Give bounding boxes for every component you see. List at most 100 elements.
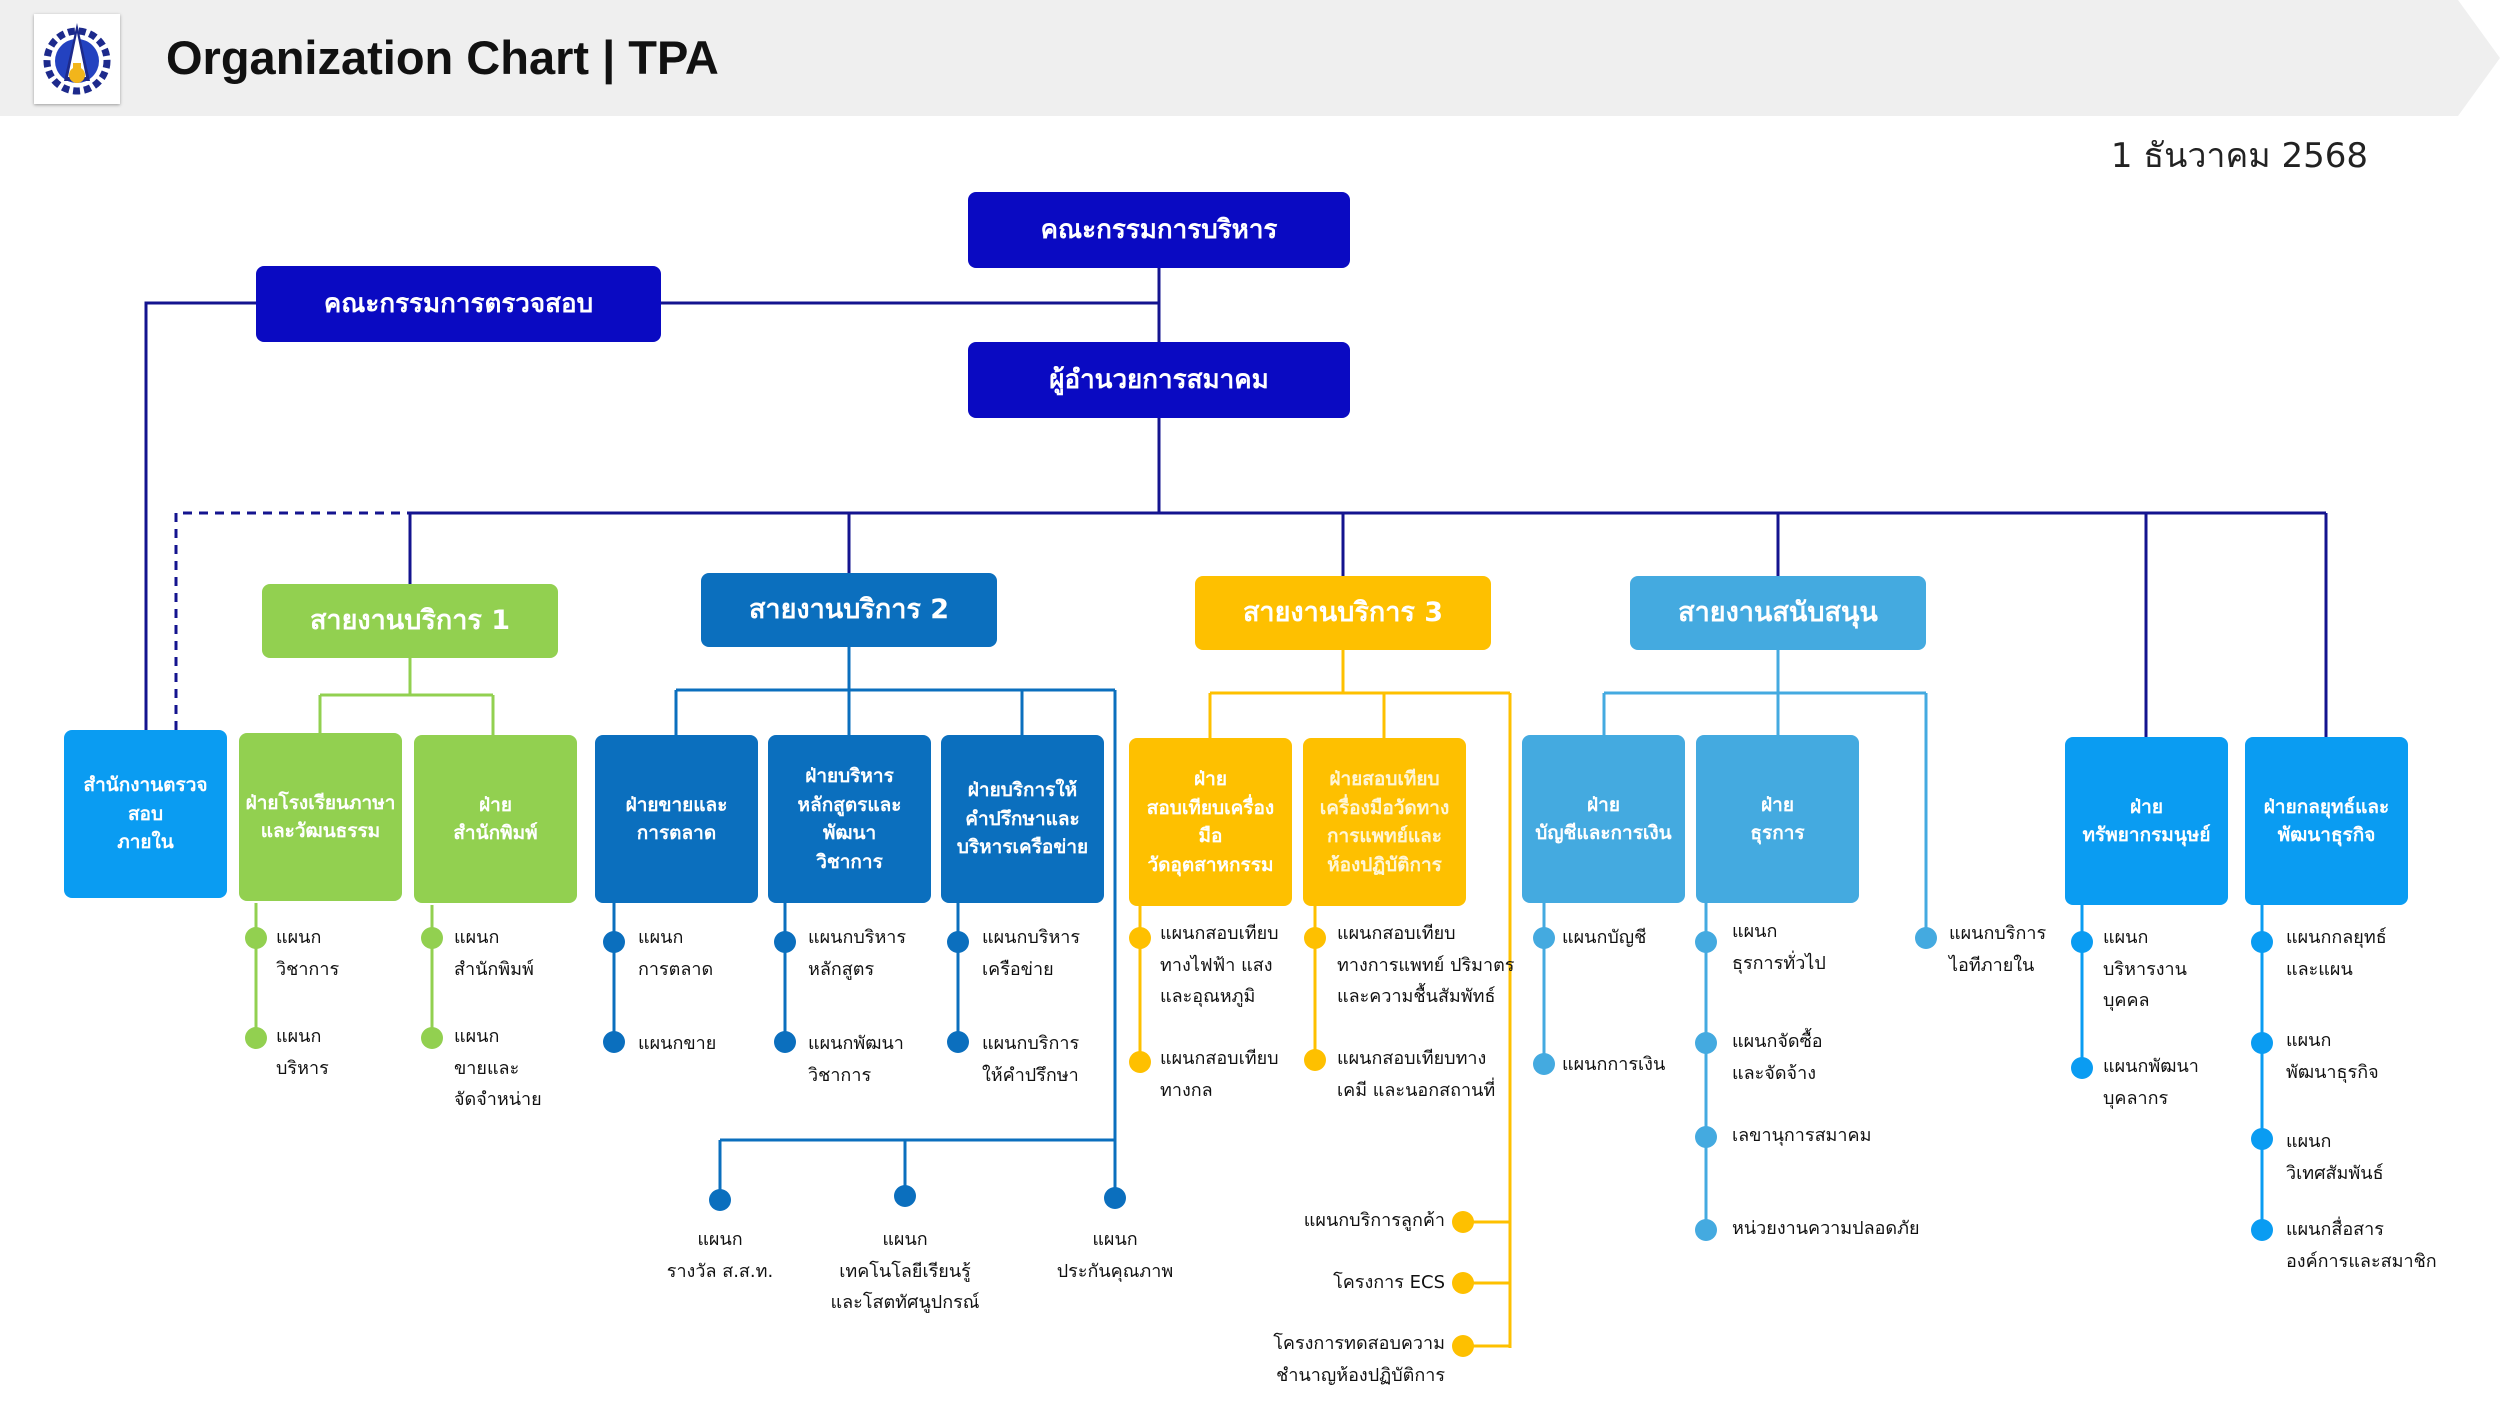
dept-consulting-label: ฝ่ายบริการให้ คำปรึกษาและ บริหารเครือข่า…: [956, 779, 1089, 859]
unit-customer-service: แผนกบริการลูกค้า: [1303, 1210, 1445, 1231]
service-line-3-branch: [1208, 650, 1512, 1348]
service-line-2-label: สายงานบริการ 2: [748, 593, 950, 625]
unit-bullet: [894, 1185, 916, 1207]
dept-accounting-box: ฝ่าย บัญชีและการเงิน: [1522, 735, 1685, 903]
logo: [34, 14, 120, 104]
audit-committee-label: คณะกรรมการตรวจสอบ: [323, 288, 594, 319]
director-label: ผู้อำนวยการสมาคม: [1049, 364, 1269, 395]
unit-bullet: [2251, 931, 2273, 953]
unit-personnel-admin: แผนก บริหารงาน บุคคล: [2103, 927, 2187, 1011]
internal-audit-dashed-connector: [174, 511, 410, 730]
unit-bullet: [774, 1031, 796, 1053]
unit-academic: แผนก วิชาการ: [276, 927, 340, 980]
audit-committee-box: คณะกรรมการตรวจสอบ: [256, 266, 661, 342]
project-ecs: โครงการ ECS: [1333, 1272, 1445, 1293]
unit-communications: แผนกสื่อสาร องค์การและสมาชิก: [2286, 1219, 2437, 1272]
service-line-3-box: สายงานบริการ 3: [1195, 576, 1491, 650]
unit-bullet: [1129, 1051, 1151, 1073]
support-line-branch: [1602, 650, 1928, 938]
unit-bullet: [947, 931, 969, 953]
unit-general-admin: แผนก ธุรการทั่วไป: [1732, 921, 1826, 974]
dept-publishing-box: ฝ่าย สำนักพิมพ์: [414, 735, 577, 903]
unit-bullet: [1304, 1049, 1326, 1071]
unit-learning-technology: แผนก เทคโนโลยีเรียนรู้ และโสตทัศนูปกรณ์: [830, 1229, 980, 1313]
unit-bullet: [1695, 1126, 1717, 1148]
unit-it-service: แผนกบริการ ไอทีภายใน: [1949, 923, 2047, 976]
dept-language-school-box: ฝ่ายโรงเรียนภาษา และวัฒนธรรม: [239, 733, 402, 901]
support-line-label: สายงานสนับสนุน: [1678, 596, 1878, 628]
service-line-2-unit-stems: [612, 903, 960, 1042]
unit-bullet: [1304, 927, 1326, 949]
unit-bullet: [1452, 1272, 1474, 1294]
unit-marketing: แผนก การตลาด: [638, 927, 714, 980]
header-bar: [0, 0, 2500, 116]
unit-academic-development: แผนกพัฒนา วิชาการ: [808, 1033, 904, 1086]
unit-bullet: [1695, 931, 1717, 953]
audit-to-internal-audit-connector: [144, 301, 256, 730]
dept-curriculum-box: ฝ่ายบริหาร หลักสูตรและ พัฒนา วิชาการ: [768, 735, 931, 903]
dept-sales-marketing-box: ฝ่ายขายและ การตลาด: [595, 735, 758, 903]
unit-medical-calibration: แผนกสอบเทียบ ทางการแพทย์ ปริมาตร และความ…: [1337, 923, 1515, 1007]
unit-bullet: [2251, 1032, 2273, 1054]
support-line-box: สายงานสนับสนุน: [1630, 576, 1926, 650]
service-line-2-direct-branch: [718, 1138, 1117, 1198]
unit-electrical-calibration: แผนกสอบเทียบ ทางไฟฟ้า แสง และอุณหภูมิ: [1160, 923, 1279, 1007]
dept-medical-calibration-box: ฝ่ายสอบเทียบ เครื่องมือวัดทาง การแพทย์แล…: [1303, 738, 1466, 906]
project-proficiency-testing: โครงการทดสอบความ ชำนาญห้องปฏิบัติการ: [1273, 1333, 1445, 1386]
unit-bullet: [1695, 1032, 1717, 1054]
unit-accounting: แผนกบัญชี: [1562, 927, 1647, 948]
tpa-logo-icon: [43, 23, 111, 95]
unit-bullet: [1533, 1053, 1555, 1075]
unit-finance: แผนกการเงิน: [1562, 1054, 1666, 1075]
unit-bullet: [1533, 927, 1555, 949]
internal-audit-box: สำนักงานตรวจสอบ ภายใน: [64, 730, 227, 898]
unit-bullet: [947, 1031, 969, 1053]
dept-publishing-label: ฝ่าย สำนักพิมพ์: [453, 793, 538, 845]
unit-strategy-planning: แผนกกลยุทธ์ และแผน: [2286, 927, 2387, 980]
dept-industrial-calibration-box: ฝ่าย สอบเทียบเครื่องมือ วัดอุตสาหกรรม: [1129, 738, 1292, 906]
unit-personnel-development: แผนกพัฒนา บุคลากร: [2103, 1056, 2199, 1109]
unit-bullet: [1915, 927, 1937, 949]
unit-consulting-service: แผนกบริการ ให้คำปรึกษา: [982, 1033, 1080, 1086]
dept-medical-calibration-label: ฝ่ายสอบเทียบ เครื่องมือวัดทาง การแพทย์แล…: [1319, 768, 1450, 876]
unit-mechanical-calibration: แผนกสอบเทียบ ทางกล: [1160, 1048, 1279, 1101]
unit-procurement: แผนกจัดซื้อ และจัดจ้าง: [1732, 1031, 1823, 1084]
unit-publishing: แผนก สำนักพิมพ์: [454, 927, 534, 980]
service-line-1-box: สายงานบริการ 1: [262, 584, 558, 658]
unit-bullet: [774, 931, 796, 953]
unit-bullet: [1452, 1211, 1474, 1233]
unit-secretary: เลขานุการสมาคม: [1732, 1125, 1872, 1146]
dept-curriculum-label: ฝ่ายบริหาร หลักสูตรและ พัฒนา วิชาการ: [797, 765, 902, 873]
unit-bullet: [1104, 1187, 1126, 1209]
dept-industrial-calibration-label: ฝ่าย สอบเทียบเครื่องมือ วัดอุตสาหกรรม: [1146, 768, 1275, 876]
unit-administration: แผนก บริหาร: [276, 1026, 329, 1079]
director-box: ผู้อำนวยการสมาคม: [968, 342, 1350, 418]
service-line-3-label: สายงานบริการ 3: [1242, 596, 1444, 628]
report-date: 1 ธันวาคม 2568: [2110, 136, 2368, 176]
board-box: คณะกรรมการบริหาร: [968, 192, 1350, 268]
unit-bullet: [2251, 1128, 2273, 1150]
unit-bullet: [2071, 931, 2093, 953]
service-line-2-box: สายงานบริการ 2: [701, 573, 997, 647]
page-title: Organization Chart | TPA: [166, 31, 719, 84]
service-line-2-branch: [674, 647, 1117, 1140]
dept-admin-label: ฝ่าย ธุรการ: [1750, 793, 1805, 845]
dept-admin-box: ฝ่าย ธุรการ: [1696, 735, 1859, 903]
unit-sales-distribution: แผนก ขายและ จัดจำหน่าย: [454, 1026, 542, 1110]
dept-strategy-box: ฝ่ายกลยุทธ์และ พัฒนาธุรกิจ: [2245, 737, 2408, 905]
dept-hr-label: ฝ่าย ทรัพยากรมนุษย์: [2082, 795, 2211, 847]
dept-consulting-box: ฝ่ายบริการให้ คำปรึกษาและ บริหารเครือข่า…: [941, 735, 1104, 903]
unit-bullet: [2071, 1057, 2093, 1079]
unit-chemical-calibration: แผนกสอบเทียบทาง เคมี และนอกสถานที่: [1337, 1048, 1496, 1101]
unit-bullet: [603, 1031, 625, 1053]
dept-sales-marketing-label: ฝ่ายขายและ การตลาด: [625, 793, 728, 845]
unit-bullet: [603, 931, 625, 953]
unit-bullet: [2251, 1219, 2273, 1241]
dept-language-school-label: ฝ่ายโรงเรียนภาษา และวัฒนธรรม: [245, 791, 396, 843]
unit-quality-assurance: แผนก ประกันคุณภาพ: [1056, 1229, 1174, 1282]
unit-network-admin: แผนกบริหาร เครือข่าย: [982, 927, 1081, 980]
unit-sales: แผนกขาย: [638, 1033, 717, 1054]
unit-bullet: [1452, 1335, 1474, 1357]
dept-accounting-label: ฝ่าย บัญชีและการเงิน: [1535, 793, 1672, 845]
